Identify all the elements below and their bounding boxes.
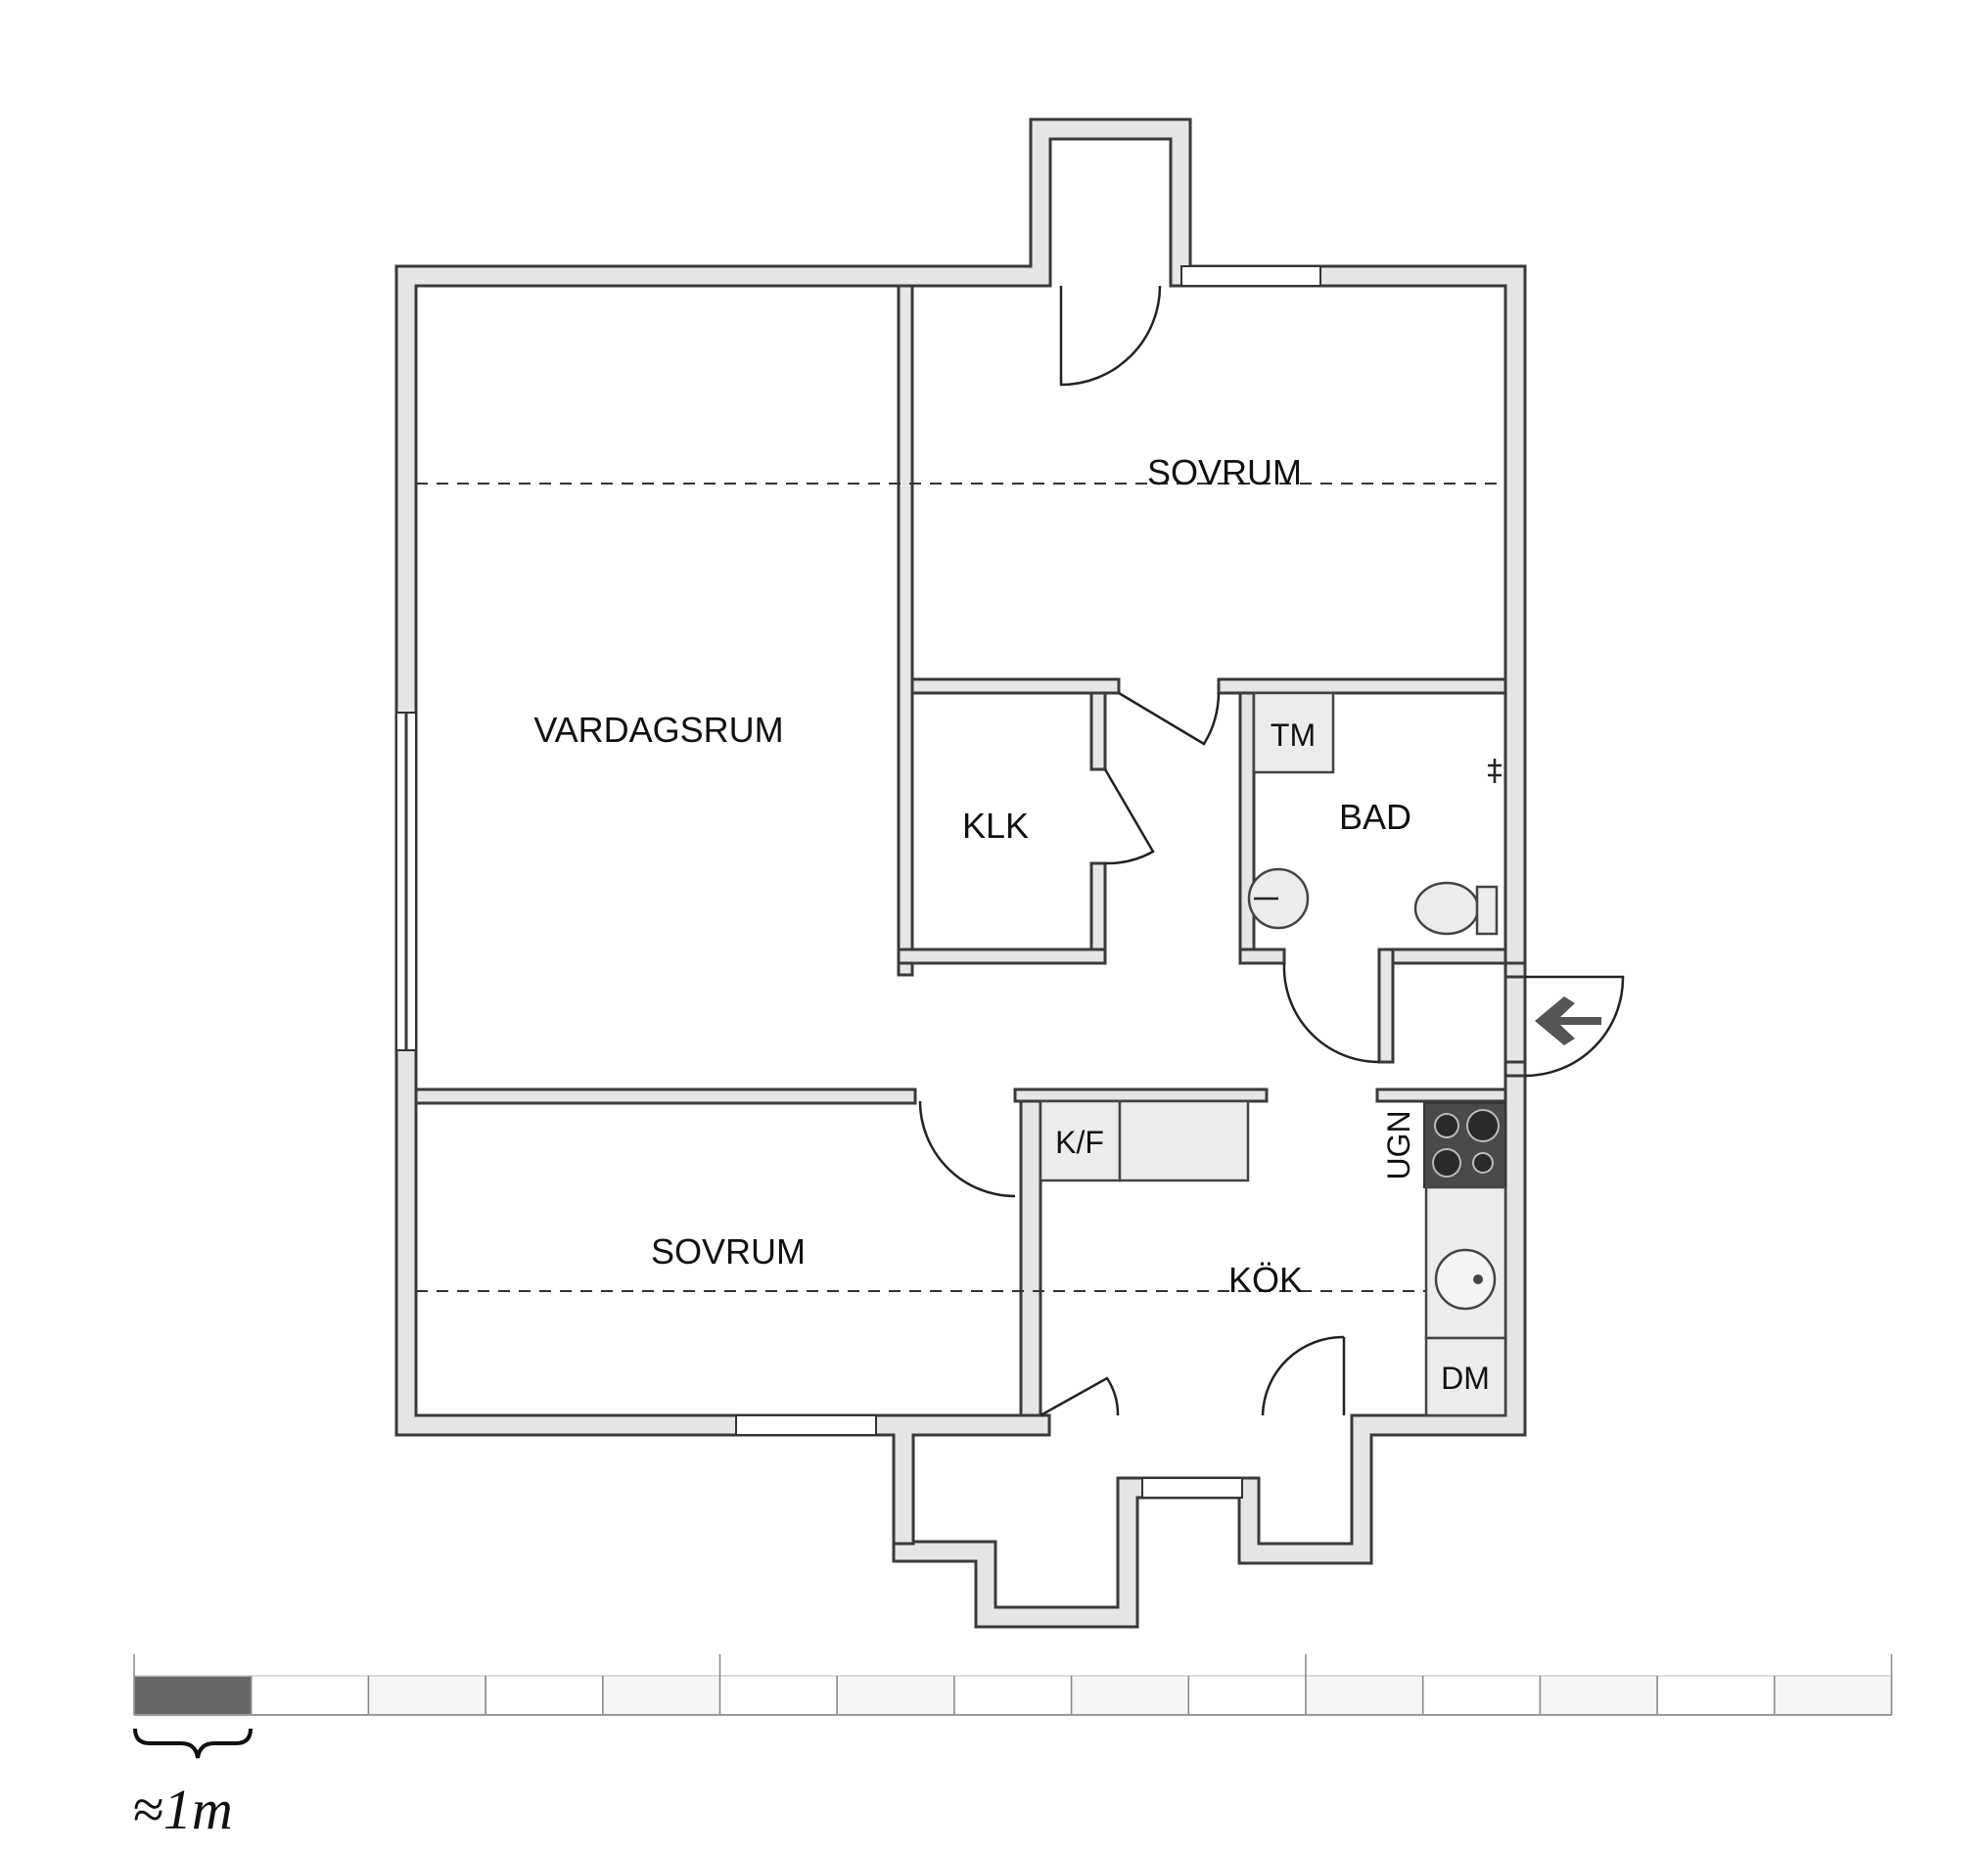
scale-segment <box>1421 1675 1542 1716</box>
scale-segment <box>367 1675 486 1716</box>
room-label-klk: KLK <box>962 806 1029 846</box>
scale-segment <box>1656 1675 1776 1716</box>
kf-label: K/F <box>1055 1125 1104 1160</box>
wall-vardagsrum-sovrum <box>897 284 914 977</box>
door-entrance <box>1524 975 1625 1078</box>
dm-box <box>1424 1336 1507 1417</box>
wall-kitchen-top-right <box>1375 1087 1507 1103</box>
scale-segment <box>1187 1675 1307 1716</box>
wall-bad-bottom-right <box>1377 948 1507 965</box>
scale-segment <box>250 1675 370 1716</box>
tm-box <box>1252 691 1335 774</box>
scale-segment <box>1070 1675 1190 1716</box>
scale-segment <box>836 1675 955 1716</box>
scale-brace <box>133 1728 253 1759</box>
dm-label: DM <box>1441 1361 1490 1396</box>
scale-label: ≈1m <box>132 1778 233 1841</box>
entrance-arrow-icon <box>1535 996 1601 1045</box>
room-label-vardagsrum: VARDAGSRUM <box>533 710 783 750</box>
wall-bad-door-jamb <box>1377 948 1395 1064</box>
door-sovrum-bottom <box>918 1100 1016 1198</box>
room-label-bad: BAD <box>1339 797 1411 837</box>
room-label-sovrum-bottom: SOVRUM <box>651 1231 806 1272</box>
scale-segment <box>1539 1675 1658 1716</box>
wall-klk-bottom <box>897 948 1107 965</box>
door-balcony-right <box>1261 1335 1345 1416</box>
scale-segment <box>953 1675 1073 1716</box>
outer-wall <box>394 117 1527 1629</box>
scale-segment-marked <box>133 1675 253 1716</box>
window-sovrum-top <box>1180 265 1321 287</box>
scale-segment <box>1305 1675 1424 1716</box>
window-sovrum-bottom <box>735 1414 877 1436</box>
wall-sovrum-bottom-right <box>1217 677 1507 695</box>
room-label-sovrum-top: SOVRUM <box>1147 452 1302 492</box>
wall-kitchen-top <box>1013 1087 1269 1103</box>
room-label-kok: KÖK <box>1228 1260 1303 1300</box>
wall-bad-bottom-left <box>1238 948 1286 965</box>
tm-label: TM <box>1271 717 1316 753</box>
scale-bar <box>133 1654 1893 1716</box>
wall-bad-left <box>1238 691 1256 963</box>
wall-vardagsrum-sovrum-bottom <box>414 1087 917 1105</box>
door-hall-sovrum <box>1118 691 1221 746</box>
kitchen-counter <box>1118 1099 1250 1182</box>
door-klk <box>1103 768 1155 865</box>
door-balcony-left <box>1040 1376 1120 1417</box>
wall-entrance-lower <box>1503 1060 1527 1078</box>
door-bad <box>1282 962 1380 1064</box>
wall-klk-right <box>1089 691 1107 771</box>
balcony-left-wall <box>869 1413 1051 1546</box>
ugn-label: UGN <box>1381 1110 1416 1179</box>
scale-segment <box>718 1675 838 1716</box>
shower-icon <box>1488 759 1502 783</box>
scale-segment <box>602 1675 721 1716</box>
scale-segment <box>1774 1675 1893 1716</box>
toilet-icon <box>1413 881 1480 936</box>
window-balcony <box>1141 1477 1243 1499</box>
wall-klk-right-lower <box>1089 861 1107 963</box>
wall-sovrum-kok <box>1019 1099 1042 1417</box>
wall-sovrum-bottom-left <box>910 677 1121 695</box>
scale-segment <box>485 1675 604 1716</box>
kitchen-sink-icon <box>1434 1248 1497 1311</box>
wall-entrance-upper <box>1503 961 1527 979</box>
door-sovrum-top <box>1059 285 1162 387</box>
